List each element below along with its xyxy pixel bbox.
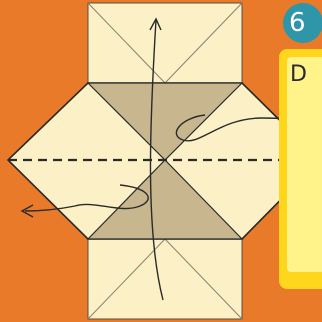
- bottom-flap: [88, 239, 242, 319]
- instruction-text: D: [290, 62, 307, 87]
- instruction-card: D: [279, 49, 322, 289]
- top-flap: [88, 3, 242, 83]
- step-number-badge: 6: [283, 3, 322, 43]
- instruction-card-inner: [287, 57, 322, 272]
- step-number: 6: [289, 8, 306, 38]
